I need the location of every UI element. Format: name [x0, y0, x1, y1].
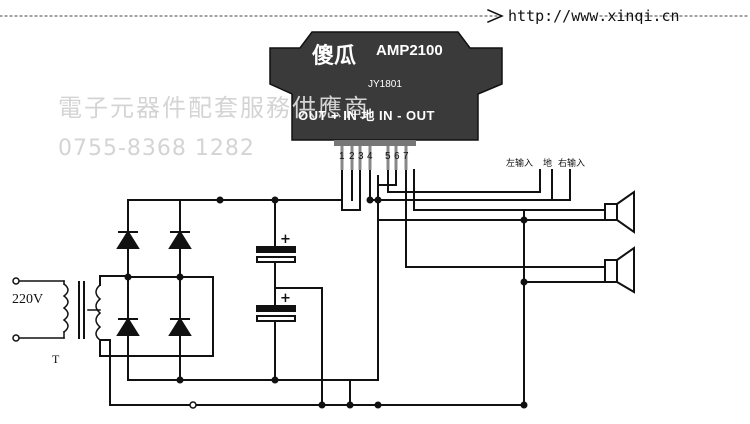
- junctions: [124, 196, 528, 409]
- pin-number: 5: [385, 151, 391, 162]
- chip-model: AMP2100: [376, 42, 443, 59]
- chip-code: JY1801: [368, 79, 402, 90]
- voltage-label: 220V: [12, 292, 44, 307]
- speaker-top: [604, 190, 635, 234]
- header-rule: [0, 9, 750, 23]
- speaker-bottom: [604, 246, 635, 294]
- capacitor-plus-bottom: +: [280, 291, 291, 306]
- diodes: [116, 230, 192, 336]
- input-left-label: 左输入: [506, 159, 534, 169]
- amp-chip: [269, 31, 503, 170]
- transformer: [15, 280, 102, 342]
- watermark-company: 電子元器件配套服務供應商: [58, 94, 370, 122]
- input-ground-label: 地: [543, 159, 553, 169]
- bridge-rectifier: [99, 199, 221, 381]
- input-right-label: 右输入: [558, 159, 586, 169]
- chip-brand: 傻瓜: [312, 44, 357, 69]
- terminals: [12, 277, 197, 409]
- chip-pin-labels: OUT + IN 地 IN - OUT: [298, 108, 435, 123]
- pin-number: 3: [358, 151, 364, 162]
- capacitors: [256, 246, 296, 322]
- website-url[interactable]: http://www.xinqi.cn: [508, 7, 680, 25]
- transformer-label: T: [52, 352, 60, 366]
- pin-number: 1: [339, 151, 345, 162]
- pin-number: 2: [349, 151, 355, 162]
- capacitor-plus-top: +: [280, 232, 291, 247]
- pin-number: 4: [367, 151, 373, 162]
- pin-number: 7: [403, 151, 409, 162]
- watermark-phone: 0755-8368 1282: [58, 136, 255, 161]
- pin-number: 6: [394, 151, 400, 162]
- wiring: [99, 169, 606, 406]
